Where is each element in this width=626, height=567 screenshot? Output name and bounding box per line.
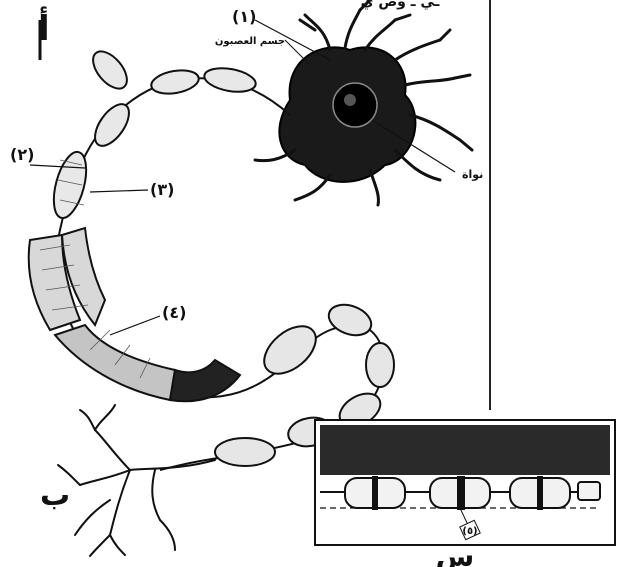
- label-2: (٢): [10, 145, 34, 164]
- axon-terminals: [58, 405, 215, 556]
- label-1: (١): [232, 7, 256, 26]
- label-1-caption: جسم العصبون: [215, 36, 285, 47]
- inset-panel: (٥): [315, 420, 615, 545]
- panel-label-c: ﺱ: [436, 540, 475, 567]
- label-3: (٣): [150, 180, 174, 199]
- panel-label-b: ب: [40, 478, 70, 513]
- label-3-pointer: [90, 190, 148, 192]
- nucleus: [333, 83, 377, 127]
- myelin-segments-lower: [29, 228, 240, 401]
- label-1-caption-pointer: [285, 40, 310, 65]
- label-4: (٤): [162, 303, 186, 322]
- label-5: (٥): [462, 526, 477, 537]
- label-4-pointer: [110, 316, 160, 335]
- nucleus-label: نواة: [462, 168, 483, 181]
- inset-shaded-band: [320, 425, 610, 475]
- cell-body: [255, 0, 472, 205]
- header-text-fragment: ـي ـ وص ي: [361, 0, 440, 11]
